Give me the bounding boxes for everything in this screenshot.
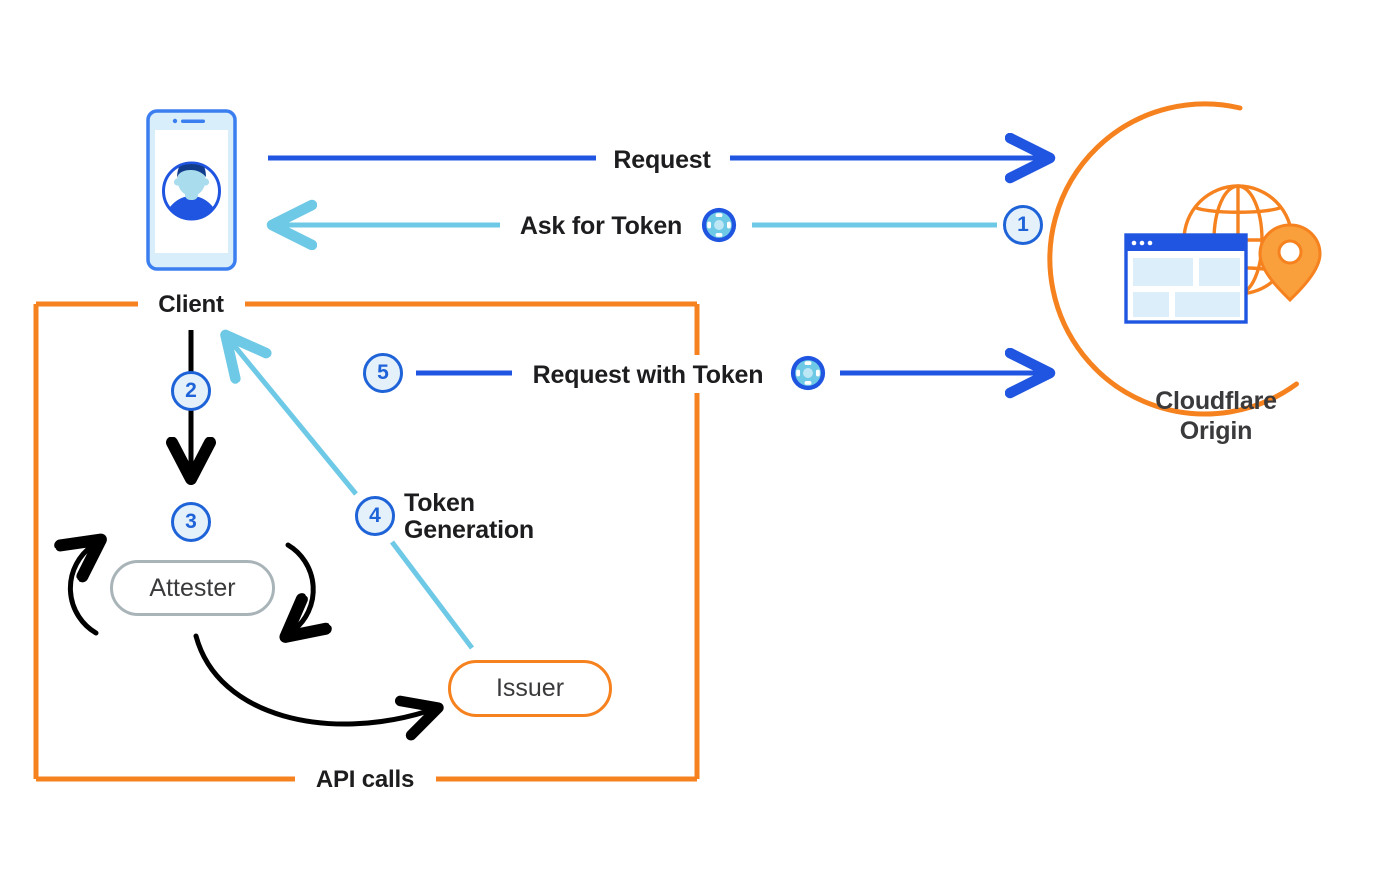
- flow-attester-loop-arrows: [70, 545, 313, 633]
- node-issuer[interactable]: Issuer: [448, 660, 612, 717]
- node-origin-label-line2: Origin: [1179, 417, 1253, 445]
- step-badge-4: 4: [355, 496, 395, 536]
- group-box-label-api-calls: API calls: [315, 766, 415, 793]
- flow-label-token-generation-line1: Token: [404, 489, 475, 517]
- flow-label-ask-for-token: Ask for Token: [519, 212, 683, 240]
- flow-token-generation-arrow: [228, 338, 474, 650]
- node-client-label: Client: [158, 291, 224, 318]
- globe-browser-pin-icon: [1124, 184, 1322, 324]
- node-attester[interactable]: Attester: [110, 560, 275, 616]
- origin-circle-arc: [1047, 101, 1299, 417]
- step-badge-1: 1: [1003, 205, 1043, 245]
- node-origin-label: Cloudflare Origin: [1155, 386, 1277, 446]
- flow-attester-to-issuer-arrow: [193, 633, 444, 741]
- private-access-token-icon: [790, 355, 826, 391]
- step-badge-5: 5: [363, 353, 403, 393]
- node-attester-label: Attester: [149, 573, 236, 602]
- mobile-phone-user-icon: [146, 109, 237, 271]
- private-access-token-icon: [701, 207, 737, 243]
- label-backing-api-calls: [296, 762, 436, 796]
- label-backing-request-with-token: [516, 355, 838, 393]
- step-badge-3: 3: [171, 502, 211, 542]
- flow-label-request-with-token: Request with Token: [532, 361, 764, 389]
- step-badge-2: 2: [171, 371, 211, 411]
- flow-label-token-generation-line2: Generation: [404, 516, 534, 544]
- flow-label-request: Request: [613, 146, 711, 174]
- node-issuer-label: Issuer: [495, 674, 565, 702]
- node-origin-label-line1: Cloudflare: [1155, 387, 1277, 415]
